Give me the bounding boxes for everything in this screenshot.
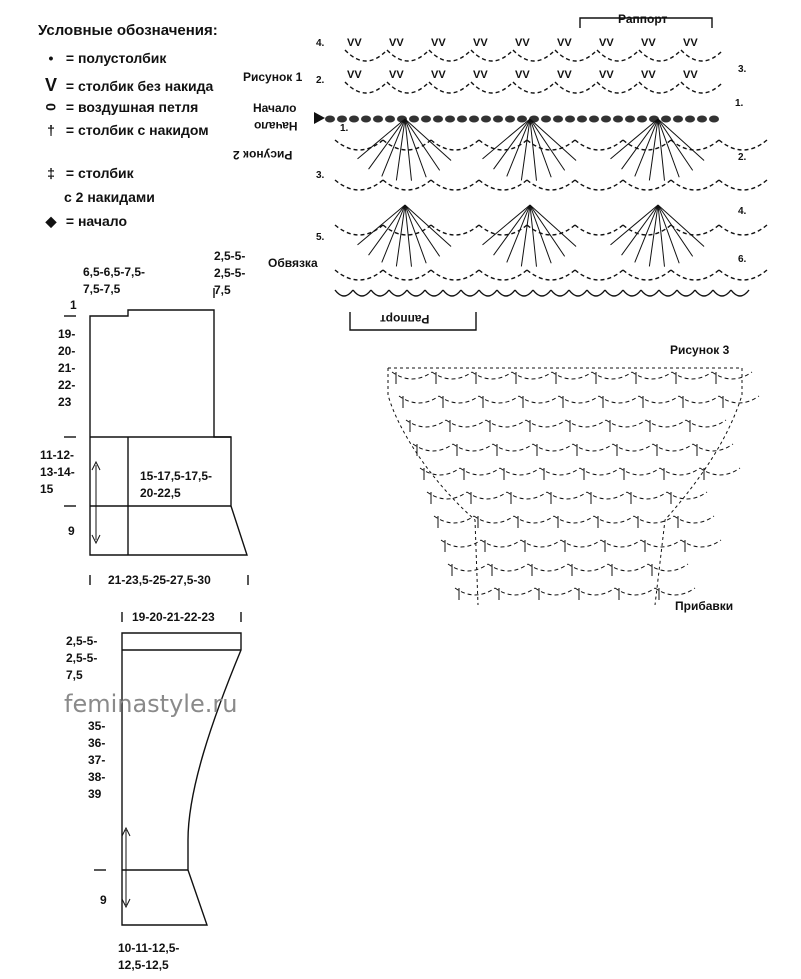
rapport-label-top: Раппорт bbox=[618, 12, 668, 26]
figure3-rows bbox=[391, 371, 760, 600]
dot-icon: • bbox=[48, 50, 54, 66]
svg-text:VV: VV bbox=[683, 37, 698, 49]
legend-item-treble-crochet: ‡ = столбик bbox=[40, 165, 134, 181]
svg-text:VV: VV bbox=[599, 37, 614, 49]
rapport-bracket-top bbox=[579, 17, 713, 28]
treble-crochet-icon: ‡ bbox=[47, 165, 55, 181]
bodice-shoulder: 2,5-5- 2,5-5- 7,5 bbox=[214, 249, 246, 297]
foundation-row bbox=[325, 115, 719, 123]
double-crochet-icon: † bbox=[47, 122, 55, 138]
row-number: 6. bbox=[738, 254, 747, 265]
svg-text:VV: VV bbox=[347, 37, 362, 49]
bodice-top-row: 1 bbox=[70, 298, 77, 312]
legend-text: = полустолбик bbox=[65, 50, 167, 66]
legend-item-treble-crochet-2: с 2 накидами bbox=[64, 189, 155, 205]
legend-title: Условные обозначения: bbox=[38, 22, 218, 39]
bodice-outline bbox=[89, 309, 248, 556]
bodice-bottom-width: 21-23,5-25-27,5-30 bbox=[108, 573, 211, 587]
figure1-label: Рисунок 1 bbox=[243, 70, 303, 84]
bodice-top-width: 6,5-6,5-7,5- 7,5-7,5 bbox=[83, 265, 146, 296]
svg-text:VV: VV bbox=[347, 69, 362, 81]
top-arches: VV VV VV VV VV VV VV VV VV VV VV VV VV VV VV VV VV VV bbox=[344, 37, 724, 94]
svg-text:VV: VV bbox=[599, 69, 614, 81]
legend-item-double-crochet: † = столбик с накидом bbox=[40, 122, 209, 138]
bodice-side-height: 11-12- 13-14- 15 bbox=[40, 448, 75, 496]
watermark: feminastyle.ru bbox=[64, 690, 238, 718]
row-number: 2. bbox=[316, 75, 325, 86]
legend-text: = столбик с накидом bbox=[65, 122, 209, 138]
bodice-armhole-height: 19- 20- 21- 22- 23 bbox=[58, 327, 76, 409]
svg-text:VV: VV bbox=[473, 37, 488, 49]
start-label: Начало bbox=[253, 101, 297, 115]
figure3-edge bbox=[388, 367, 743, 606]
legend-item-start: ◆ = начало bbox=[40, 213, 127, 230]
legend-text: = столбик bbox=[65, 165, 134, 181]
svg-text:VV: VV bbox=[389, 69, 404, 81]
sleeve-length: 35- 36- 37- 38- 39 bbox=[88, 719, 106, 801]
figure3-label: Рисунок 3 bbox=[670, 343, 730, 357]
bodice-waist-height: 9 bbox=[68, 524, 75, 538]
legend-text: = столбик без накида bbox=[65, 78, 214, 94]
svg-text:VV: VV bbox=[515, 37, 530, 49]
svg-text:VV: VV bbox=[557, 37, 572, 49]
rapport-label-bottom: Раппорт bbox=[380, 312, 430, 326]
svg-text:VV: VV bbox=[431, 37, 446, 49]
row-number: 5. bbox=[316, 232, 325, 243]
row-number: 4. bbox=[316, 38, 325, 49]
legend-text: = воздушная петля bbox=[65, 99, 199, 115]
row-number: 3. bbox=[316, 170, 325, 181]
row-number: 1. bbox=[340, 123, 349, 134]
figure2-label: Рисунок 2 bbox=[233, 148, 293, 162]
v-icon: V bbox=[44, 75, 57, 95]
bodice-inner-width: 15-17,5-17,5- 20-22,5 bbox=[140, 469, 213, 500]
sleeve-cap: 2,5-5- 2,5-5- 7,5 bbox=[66, 634, 98, 682]
legend-item-single-crochet: V = столбик без накида bbox=[40, 75, 213, 96]
increases-label: Прибавки bbox=[675, 599, 734, 613]
fans bbox=[334, 118, 768, 297]
sleeve-outline bbox=[121, 632, 242, 926]
sleeve-cuff: 9 bbox=[100, 893, 107, 907]
legend-text: = начало bbox=[65, 213, 128, 229]
sleeve-top-width: 19-20-21-22-23 bbox=[132, 610, 215, 624]
legend-item-chain: 0 = воздушная петля bbox=[40, 99, 198, 115]
start-arrow-icon bbox=[314, 112, 325, 124]
svg-text:VV: VV bbox=[515, 69, 530, 81]
svg-text:VV: VV bbox=[473, 69, 488, 81]
sleeve-bottom-width: 10-11-12,5- 12,5-12,5 bbox=[118, 941, 180, 972]
row-number: 1. bbox=[735, 98, 744, 109]
svg-text:VV: VV bbox=[683, 69, 698, 81]
row-number: 3. bbox=[738, 64, 747, 75]
svg-text:VV: VV bbox=[557, 69, 572, 81]
legend-item-slip-stitch: • = полустолбик bbox=[40, 50, 167, 66]
svg-text:VV: VV bbox=[431, 69, 446, 81]
edging-label: Обвязка bbox=[268, 256, 318, 270]
row-number: 2. bbox=[738, 152, 747, 163]
svg-text:VV: VV bbox=[641, 69, 656, 81]
start-arrow-icon: ◆ bbox=[45, 213, 57, 229]
rapport-bracket-bottom bbox=[349, 312, 477, 331]
svg-text:VV: VV bbox=[641, 37, 656, 49]
row-number: 4. bbox=[738, 206, 747, 217]
svg-text:VV: VV bbox=[389, 37, 404, 49]
start-label-flipped: Начало bbox=[254, 119, 298, 133]
